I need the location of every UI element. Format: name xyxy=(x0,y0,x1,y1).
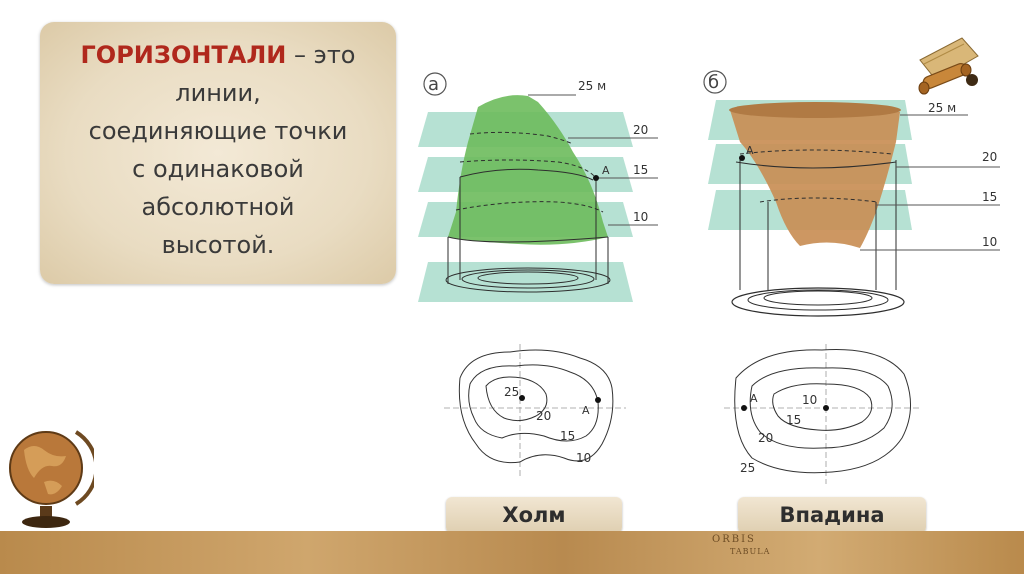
map-depression-label-10: 10 xyxy=(802,393,817,407)
diagram-a-label-25: 25 м xyxy=(578,79,606,93)
diagram-a-label-10: 10 xyxy=(633,210,648,224)
decorative-map-band xyxy=(0,531,1024,574)
definition-line-0: – это xyxy=(286,41,355,69)
map-hill-label-10: 10 xyxy=(576,451,591,465)
definition-line-1: линии, xyxy=(40,74,396,112)
diagram-b-label-10: 10 xyxy=(982,235,997,249)
hill-caption: Холм xyxy=(446,497,622,533)
diagram-b-label-25: 25 м xyxy=(928,101,956,115)
map-hill-label-25: 25 xyxy=(504,385,519,399)
depression-3d-diagram: б 25 м 20 15 10 А xyxy=(700,62,1000,324)
depression-caption: Впадина xyxy=(738,497,926,533)
definition-line-4: абсолютной xyxy=(40,188,396,226)
hill-contour-map: 25 20 15 10 А xyxy=(440,338,630,480)
band-tabula-text: TABULA xyxy=(730,547,770,556)
map-depression-label-15: 15 xyxy=(786,413,801,427)
map-hill-point: А xyxy=(582,404,590,417)
diagram-a-label-20: 20 xyxy=(633,123,648,137)
map-hill-label-15: 15 xyxy=(560,429,575,443)
hill-3d-diagram: а 25 м 20 15 10 А xyxy=(408,62,678,307)
definition-keyword: ГОРИЗОНТАЛИ xyxy=(81,41,287,69)
diagram-b-label-20: 20 xyxy=(982,150,997,164)
diagram-b-point: А xyxy=(746,144,754,157)
map-depression-label-20: 20 xyxy=(758,431,773,445)
diagram-b-label-15: 15 xyxy=(982,190,997,204)
definition-line-2: соединяющие точки xyxy=(40,112,396,150)
definition-line-5: высотой. xyxy=(40,226,396,264)
map-hill-label-20: 20 xyxy=(536,409,551,423)
map-depression-point: А xyxy=(750,392,758,405)
depression-contour-map: А 10 15 20 25 xyxy=(722,338,922,486)
definition-text: ГОРИЗОНТАЛИ – это линии, соединяющие точ… xyxy=(40,36,396,264)
diagram-a-point: А xyxy=(602,164,610,177)
globe-icon xyxy=(4,420,94,532)
definition-line-3: с одинаковой xyxy=(40,150,396,188)
definition-box: ГОРИЗОНТАЛИ – это линии, соединяющие точ… xyxy=(40,22,396,284)
diagram-a-label-15: 15 xyxy=(633,163,648,177)
band-orbis-text: ORBIS xyxy=(712,534,756,545)
diagram-a-letter: а xyxy=(428,74,439,95)
map-depression-label-25: 25 xyxy=(740,461,755,475)
diagram-b-letter: б xyxy=(708,72,719,93)
